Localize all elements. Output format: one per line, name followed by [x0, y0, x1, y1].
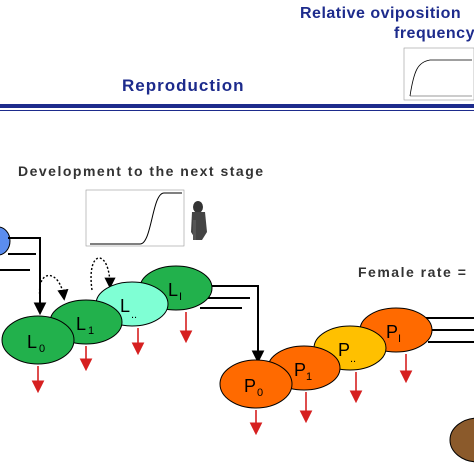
oviposition-title: Relative oviposition frequency — [300, 4, 474, 44]
header-divider — [0, 104, 474, 108]
person-icon — [191, 201, 207, 240]
header-divider-thin — [0, 110, 474, 111]
pupa-p0-label: P — [244, 376, 256, 396]
oviposition-chart-thumbnail — [403, 47, 474, 101]
oviposition-title-line1: Relative oviposition — [300, 5, 462, 22]
larva-ldots-label: L — [120, 296, 130, 316]
larva-node-l0: L 0 — [1, 315, 75, 365]
pupa-node-p0: P 0 — [219, 359, 293, 409]
pupa-pi-label: P — [386, 322, 398, 342]
pupa-p0-sub: 0 — [257, 387, 263, 399]
development-chart-thumbnail — [85, 189, 185, 247]
molting-arrows — [38, 257, 116, 301]
pupa-p1-sub: 1 — [306, 371, 312, 383]
larva-li-sub: I — [179, 291, 182, 303]
stage-arrows — [33, 290, 265, 364]
larva-ldots-sub: .. — [131, 309, 137, 321]
mortality-arrows — [31, 312, 413, 436]
oviposition-title-line2: frequency — [394, 25, 474, 42]
larva-l0-sub: 0 — [39, 343, 45, 355]
adult-node — [449, 417, 474, 463]
pupa-pdots-sub: .. — [350, 353, 356, 365]
larva-l1-sub: 1 — [88, 325, 94, 337]
female-rate-label: Female rate = — [358, 264, 468, 280]
larva-li-label: L — [168, 280, 178, 300]
larva-l0-label: L — [27, 332, 37, 352]
pupa-pdots-label: P — [338, 340, 350, 360]
pupa-pi-sub: I — [398, 333, 401, 345]
egg-node — [0, 226, 11, 256]
section-title: Reproduction — [122, 76, 245, 95]
pupa-p1-label: P — [294, 360, 306, 380]
development-label: Development to the next stage — [18, 163, 265, 179]
larva-l1-label: L — [76, 314, 86, 334]
